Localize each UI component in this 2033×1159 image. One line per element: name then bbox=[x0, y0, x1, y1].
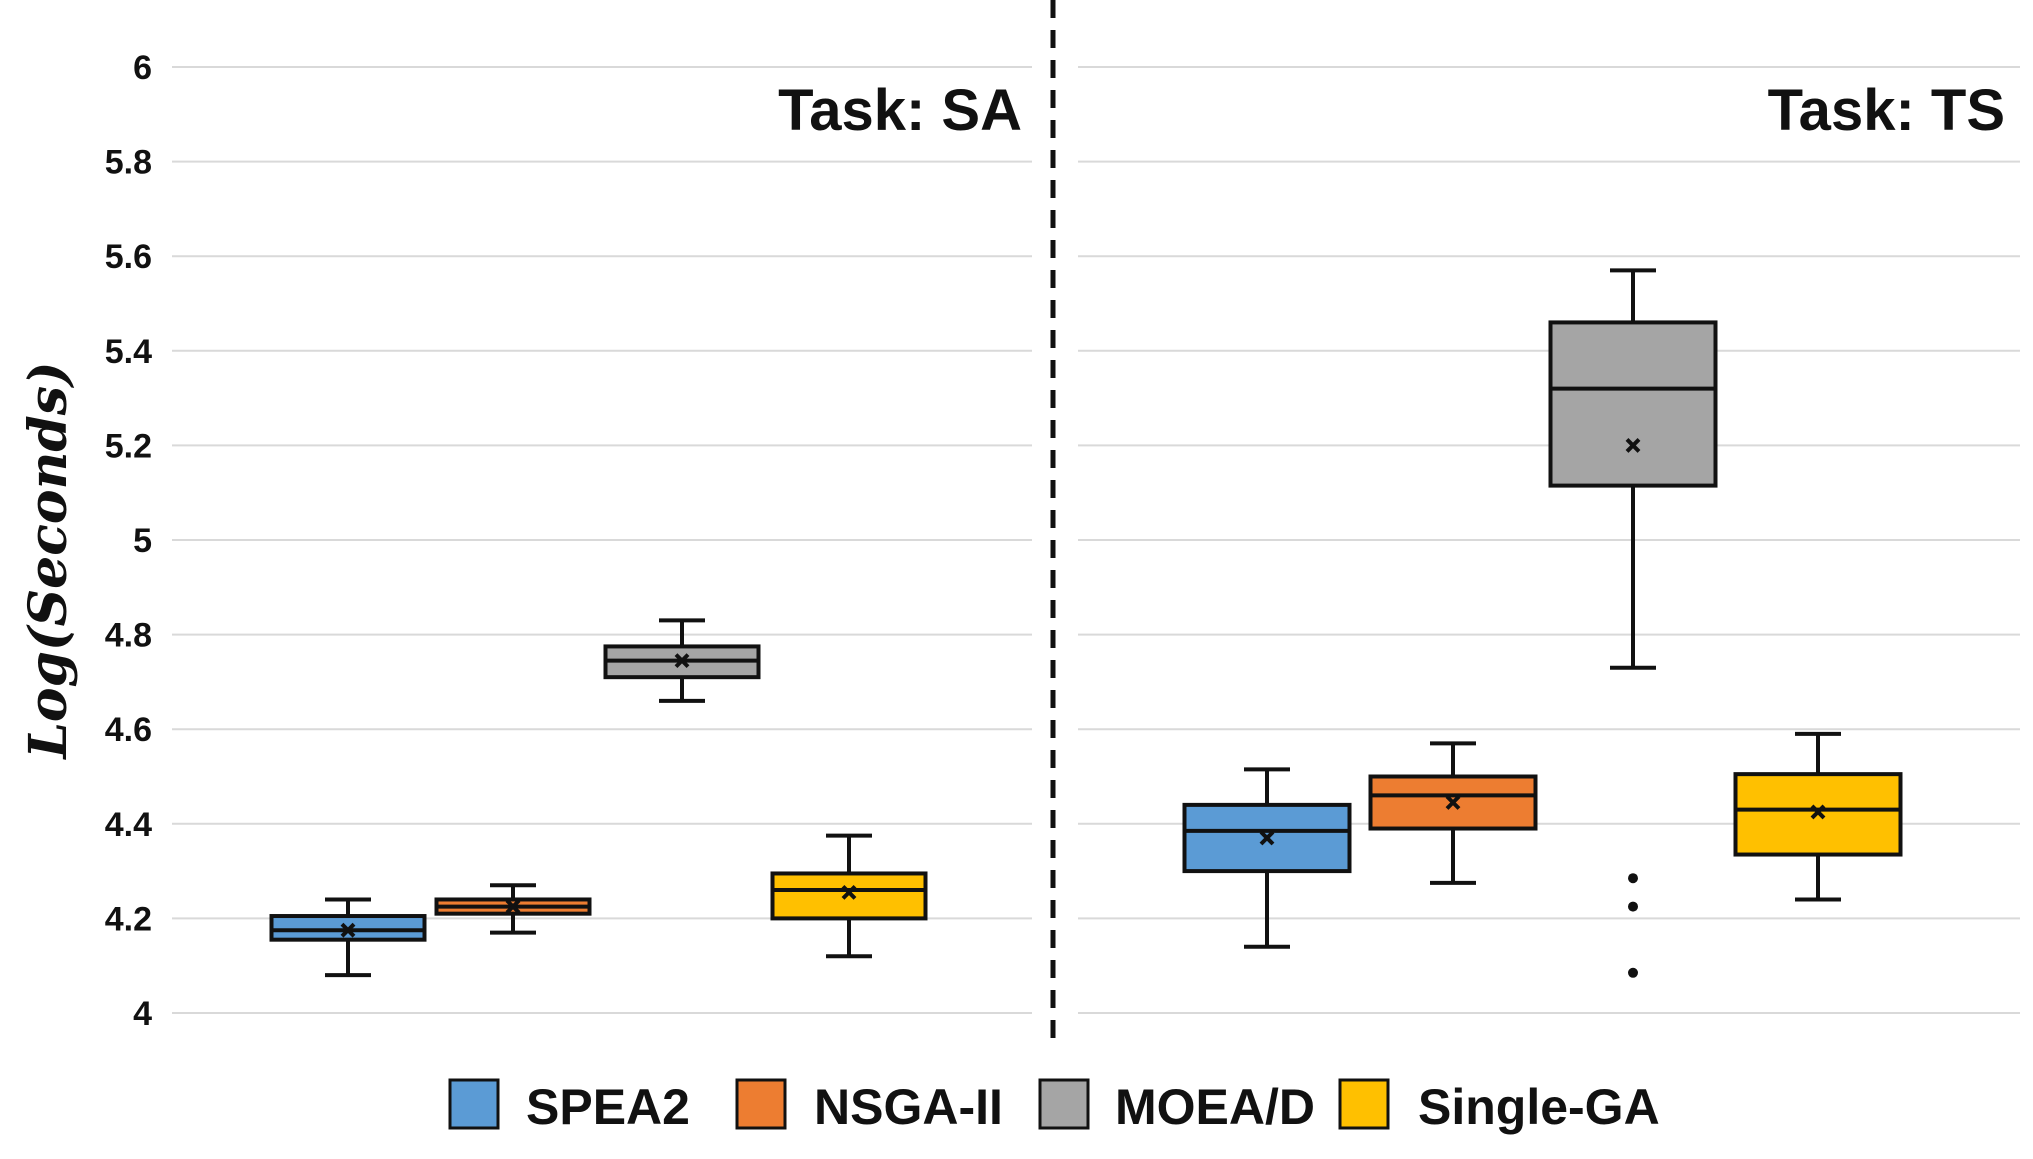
y-tick-label: 5.4 bbox=[105, 333, 152, 371]
mean-marker bbox=[1259, 830, 1275, 846]
mean-marker bbox=[674, 653, 690, 669]
box-nsga-ii bbox=[1368, 741, 1538, 885]
legend: SPEA2 NSGA-II MOEA/D Single-GA bbox=[448, 1078, 1660, 1135]
box-single-ga bbox=[1733, 731, 1903, 902]
outlier-point bbox=[1628, 901, 1638, 912]
iqr-box bbox=[770, 871, 928, 921]
y-tick-label: 4.6 bbox=[105, 711, 152, 749]
y-tick-label: 4 bbox=[133, 995, 152, 1033]
y-tick-label: 4.2 bbox=[105, 900, 152, 938]
y-tick-label: 4.4 bbox=[105, 806, 152, 844]
y-axis-label: Log(Seconds) bbox=[18, 361, 79, 760]
legend-item-spea2: SPEA2 bbox=[448, 1078, 690, 1135]
legend-label-moea-d: MOEA/D bbox=[1115, 1079, 1315, 1135]
box-nsga-ii bbox=[434, 883, 592, 935]
boxes bbox=[269, 268, 1903, 978]
legend-swatch-moea-d bbox=[1038, 1078, 1090, 1130]
y-tick-label: 5.6 bbox=[105, 238, 152, 276]
outlier-point bbox=[1628, 967, 1638, 978]
legend-swatch-nsga-ii bbox=[735, 1078, 787, 1130]
box-spea2 bbox=[1182, 767, 1352, 949]
panel-title-sa: Task: SA bbox=[778, 78, 1022, 143]
y-tick-label: 5.8 bbox=[105, 144, 152, 182]
legend-swatch-single-ga bbox=[1338, 1078, 1390, 1130]
legend-label-nsga-ii: NSGA-II bbox=[814, 1079, 1003, 1135]
mean-marker bbox=[1445, 795, 1461, 810]
panel-title-ts: Task: TS bbox=[1768, 78, 2005, 143]
mean-marker bbox=[340, 922, 356, 938]
box-moea-d bbox=[603, 618, 761, 703]
y-tick-label: 5 bbox=[133, 522, 152, 560]
y-axis-ticks: 4 4.2 4.4 4.6 4.8 5 5.2 5.4 5.6 5.8 6 bbox=[105, 49, 152, 1033]
gridlines bbox=[172, 66, 2020, 1014]
outlier-point bbox=[1628, 873, 1638, 884]
legend-item-moea-d: MOEA/D bbox=[1038, 1078, 1315, 1135]
box-spea2 bbox=[269, 897, 427, 978]
mean-marker bbox=[505, 899, 521, 914]
y-tick-label: 4.8 bbox=[105, 617, 152, 655]
legend-label-single-ga: Single-GA bbox=[1418, 1079, 1660, 1135]
y-tick-label: 6 bbox=[133, 49, 152, 87]
legend-item-single-ga: Single-GA bbox=[1338, 1078, 1660, 1135]
legend-item-nsga-ii: NSGA-II bbox=[735, 1078, 1003, 1135]
mean-marker bbox=[1810, 804, 1826, 820]
legend-label-spea2: SPEA2 bbox=[526, 1079, 690, 1135]
box-moea-d bbox=[1548, 268, 1718, 978]
y-tick-label: 5.2 bbox=[105, 427, 152, 465]
legend-swatch-spea2 bbox=[448, 1078, 500, 1130]
iqr-box bbox=[1548, 320, 1718, 488]
box-single-ga bbox=[770, 833, 928, 959]
mean-marker bbox=[841, 884, 857, 900]
mean-marker bbox=[1625, 437, 1641, 453]
